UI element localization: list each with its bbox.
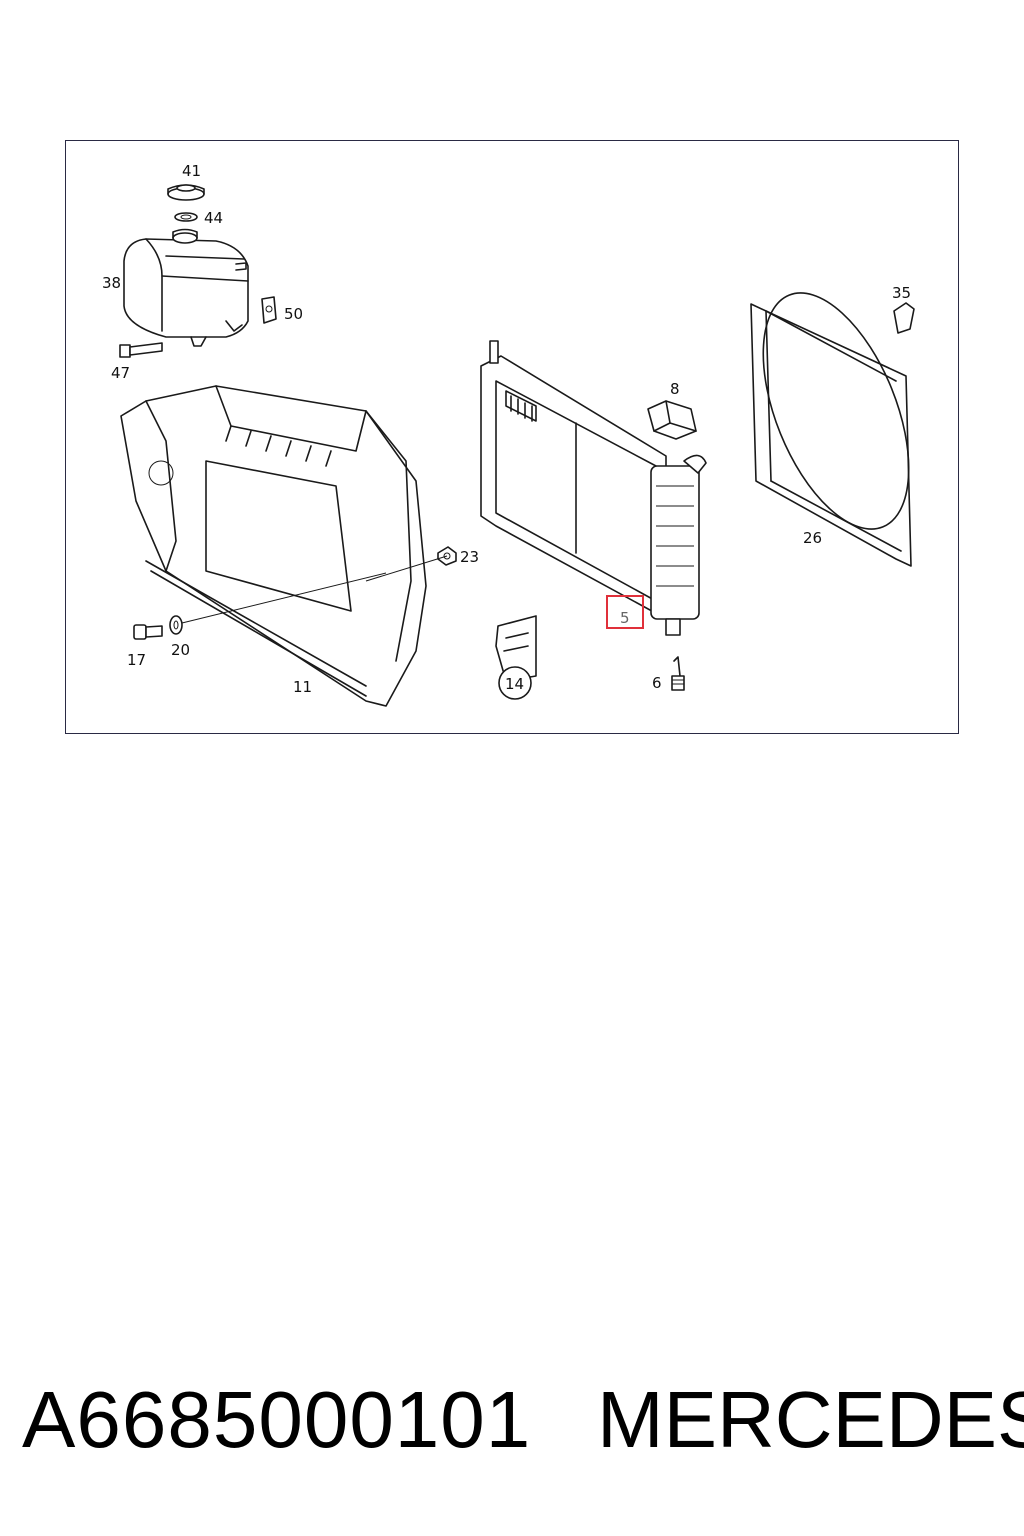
- footer: A6685000101 MERCEDES: [0, 1370, 1024, 1480]
- callout-23: 23: [460, 548, 479, 566]
- callout-50: 50: [284, 305, 303, 323]
- callout-38: 38: [102, 274, 121, 292]
- part-26-fan-shroud: [750, 292, 912, 567]
- callout-8: 8: [670, 380, 680, 398]
- diagram-frame: 41 44 38 50 47 8 35 26 23 17 20 11 14 6 …: [65, 140, 959, 734]
- part-14-bracket: [495, 615, 537, 700]
- callout-41: 41: [182, 162, 201, 180]
- highlight-box: [606, 595, 644, 629]
- part-11-radiator-frame: [120, 385, 427, 707]
- part-23-nut: [365, 546, 457, 582]
- part-20-washer: [169, 572, 387, 635]
- callout-44: 44: [204, 209, 223, 227]
- part-50-clip: [261, 296, 277, 324]
- part-41-cap: [167, 184, 205, 201]
- part-35-clip: [893, 302, 915, 334]
- part-6-drain-plug: [671, 656, 685, 691]
- callout-5: 5: [620, 609, 630, 627]
- part-5-radiator: [480, 340, 707, 636]
- part-17-bolt: [133, 624, 163, 640]
- callout-20: 20: [171, 641, 190, 659]
- callout-17: 17: [127, 651, 146, 669]
- part-38-expansion-tank: [123, 228, 249, 347]
- callout-47: 47: [111, 364, 130, 382]
- callout-26: 26: [803, 529, 822, 547]
- part-8-mount: [647, 400, 697, 440]
- part-44-seal: [174, 212, 198, 222]
- brand-name: MERCEDES: [597, 1375, 1024, 1464]
- callout-11: 11: [293, 678, 312, 696]
- callout-35: 35: [892, 284, 911, 302]
- part-47-bolt: [119, 342, 163, 358]
- parts-diagram: 41 44 38 50 47 8 35 26 23 17 20 11 14 6 …: [102, 162, 915, 707]
- callout-14: 14: [505, 675, 524, 693]
- part-number: A6685000101: [22, 1375, 532, 1464]
- callout-6: 6: [652, 674, 662, 692]
